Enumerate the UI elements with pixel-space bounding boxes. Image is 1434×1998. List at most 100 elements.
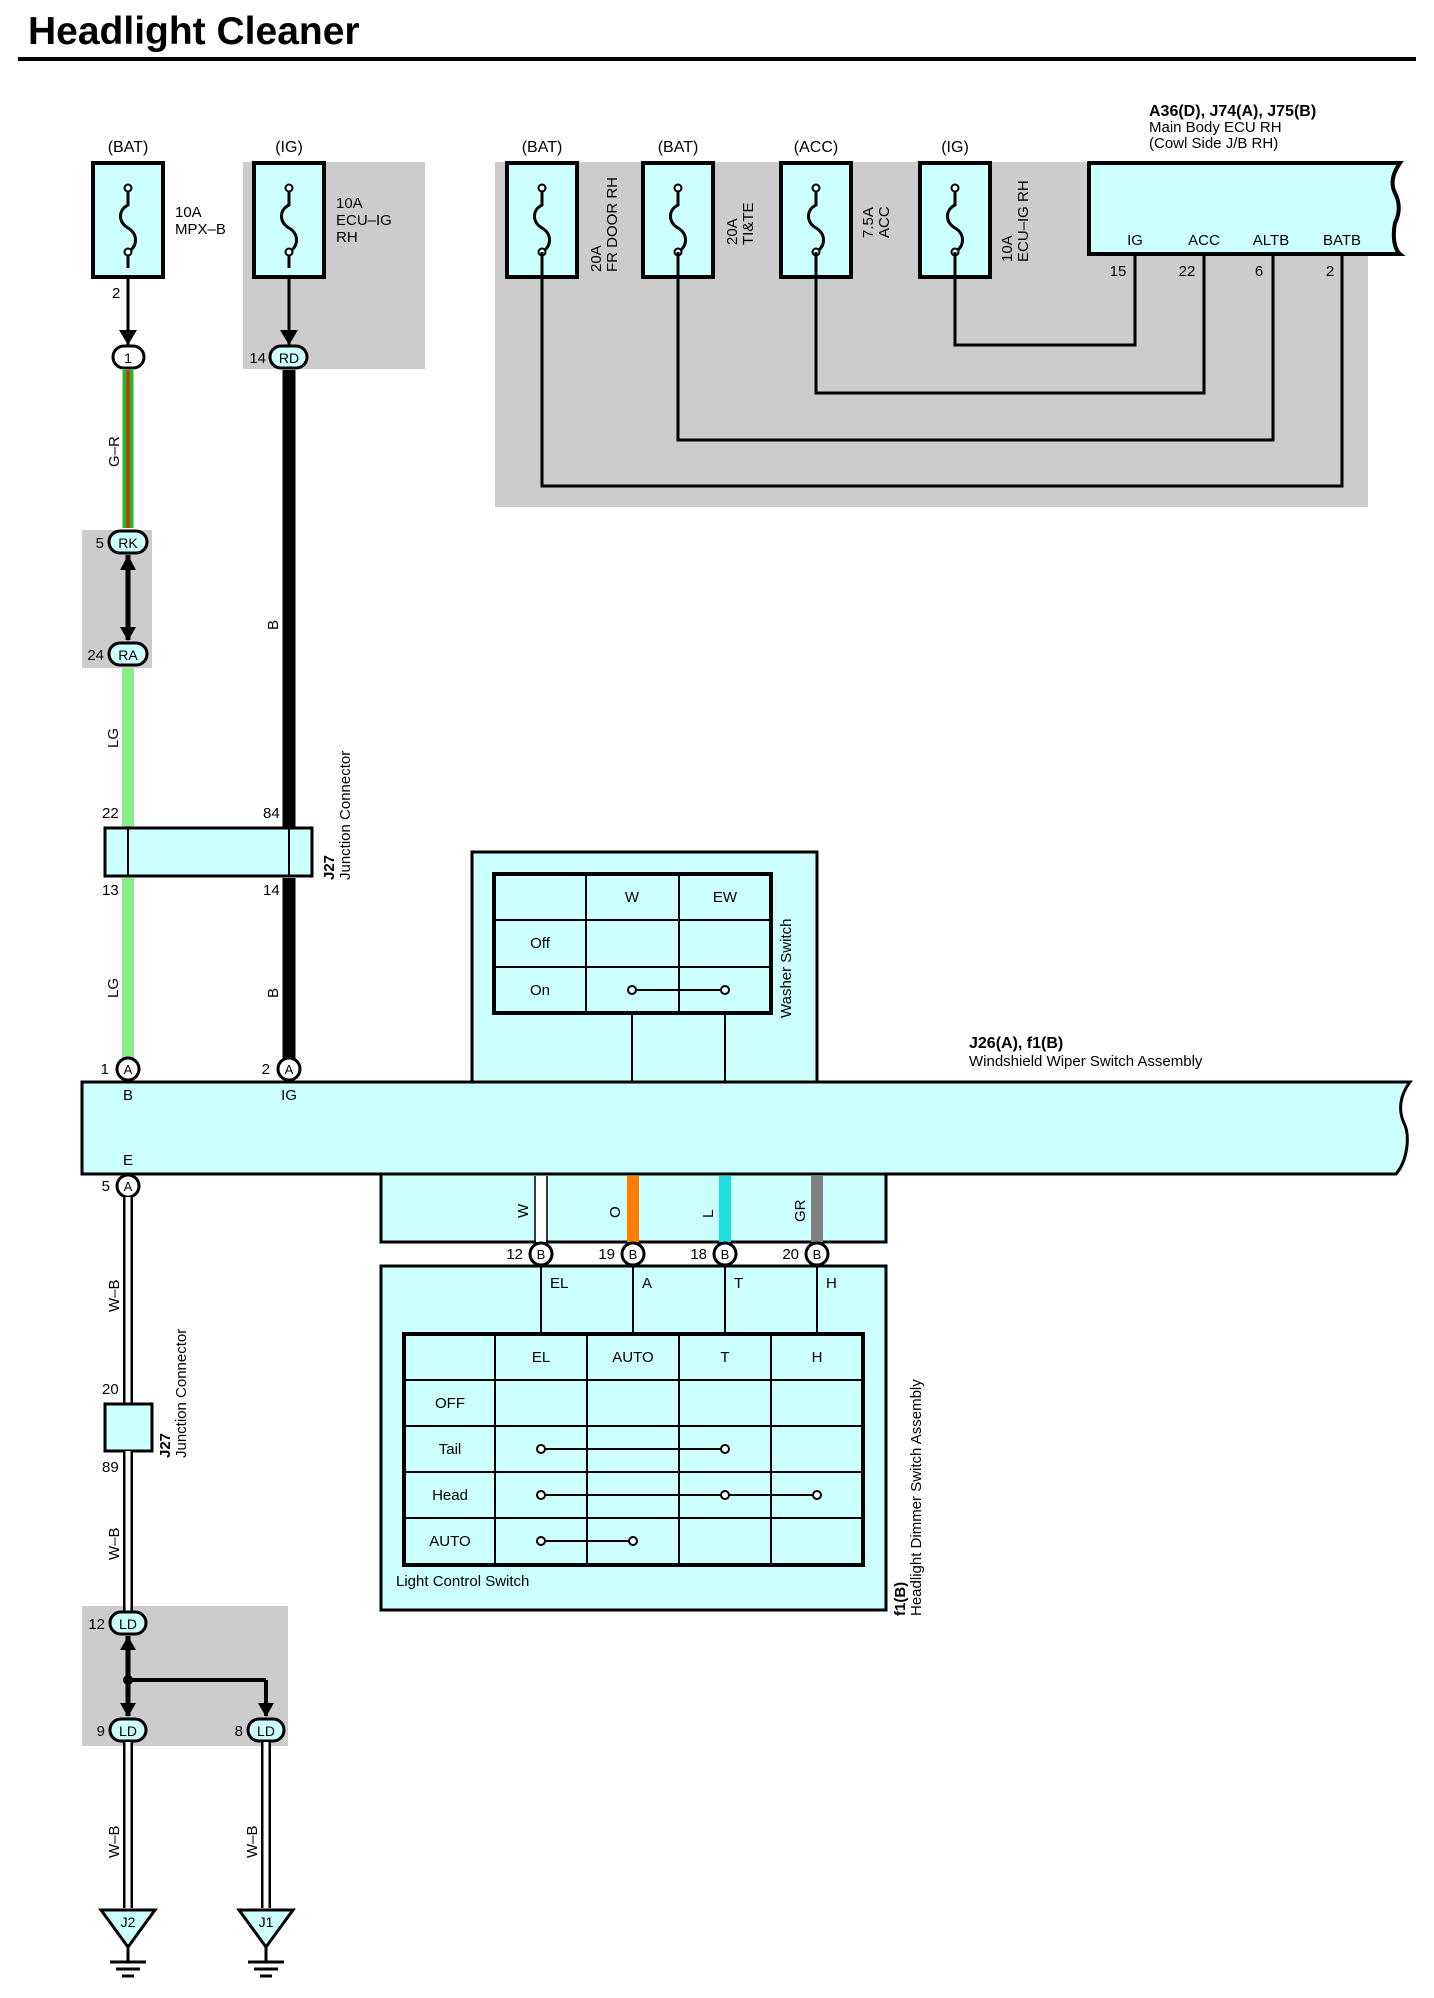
wire-label-lg2: LG (105, 978, 122, 998)
connector-a5-pin: 5 (102, 1178, 110, 1195)
svg-text:LD: LD (119, 1723, 137, 1739)
connector-b18-pin: 18 (690, 1246, 707, 1263)
fuse-pin-mpx: 2 (112, 285, 120, 302)
wire-label-o: O (607, 1206, 624, 1218)
fuse-source-3: (BAT) (522, 139, 563, 156)
connector-b12-pin: 12 (506, 1246, 523, 1263)
connector-1: 1 (111, 344, 146, 370)
connector-b19: B (620, 1241, 646, 1267)
wire-label-wb4: W–B (244, 1825, 261, 1858)
ecu-pin-22: 22 (1179, 263, 1196, 280)
ecu-pin-6: 6 (1255, 263, 1263, 280)
connector-ld9-pin: 9 (97, 1723, 105, 1740)
washer-col-w: W (625, 889, 640, 906)
ecu-term-acc: ACC (1188, 232, 1220, 249)
dimmer-head-link (536, 1490, 822, 1500)
ground-j2-icon (98, 1908, 158, 1978)
ecu-term-altb: ALTB (1253, 232, 1289, 249)
connector-b19-pin: 19 (598, 1246, 615, 1263)
junction-bottom-box (103, 1402, 154, 1453)
svg-text:A: A (124, 1179, 133, 1194)
fuse-name-3: FR DOOR RH (604, 177, 621, 272)
fuse-rating-6: 10A (999, 235, 1016, 262)
svg-text:RK: RK (118, 535, 138, 551)
svg-text:LD: LD (257, 1723, 275, 1739)
wire-label-b1: B (265, 620, 282, 630)
ecu-name-2: (Cowl Side J/B RH) (1149, 135, 1278, 152)
dimmer-col-h: H (812, 1349, 823, 1366)
wire-label-wb2: W–B (106, 1527, 123, 1560)
wiper-switch-name: Windshield Wiper Switch Assembly (969, 1053, 1203, 1070)
wire-label-l: L (700, 1210, 717, 1218)
fuse-name-5: ACC (876, 206, 893, 238)
wire-label-wb1: W–B (106, 1279, 123, 1312)
svg-text:LD: LD (119, 1616, 137, 1632)
junction-top-id: J27 (321, 855, 338, 880)
fuse-name-6: ECU–IG RH (1015, 180, 1032, 262)
connector-a5: A (115, 1173, 141, 1199)
svg-text:B: B (629, 1247, 638, 1262)
connector-ld12-pin: 12 (88, 1616, 105, 1633)
ground-j1-icon (236, 1908, 296, 1978)
connector-a1: A (115, 1056, 141, 1082)
dimmer-col-el: EL (532, 1349, 550, 1366)
ground-j2-label: J2 (121, 1914, 136, 1930)
ecu-pin-15: 15 (1110, 263, 1127, 280)
ecu-term-ig: IG (1127, 232, 1143, 249)
dimmer-terminal-wires (540, 1266, 818, 1334)
wire-label-gr2: GR (792, 1199, 809, 1222)
wiper-term-e: E (123, 1152, 133, 1169)
svg-text:RD: RD (279, 350, 299, 366)
fuse-source-1: (BAT) (108, 139, 149, 156)
dimmer-switch-id: f1(B) (892, 1582, 909, 1616)
svg-text:B: B (813, 1247, 822, 1262)
fuse-name-1: MPX–B (175, 221, 226, 238)
dimmer-col-t: T (720, 1349, 729, 1366)
connector-a1-pin: 1 (101, 1061, 109, 1078)
fuse-rating-4: 20A (724, 218, 741, 245)
junction-top-pin-22: 22 (102, 805, 119, 822)
connector-rd: RD (268, 344, 309, 370)
ecu-name-1: Main Body ECU RH (1149, 119, 1282, 136)
wire-label-gr: G–R (106, 436, 123, 467)
dimmer-row-head: Head (432, 1487, 468, 1504)
wire-label-b2: B (265, 988, 282, 998)
fuse-rating-5: 7.5A (860, 207, 877, 238)
dimmer-term-t: T (734, 1275, 743, 1292)
dimmer-switch-name: Headlight Dimmer Switch Assembly (908, 1379, 925, 1616)
junction-top-name: Junction Connector (337, 751, 354, 880)
junction-bottom-name: Junction Connector (173, 1329, 190, 1458)
connector-ld9: LD (108, 1717, 148, 1743)
fuse-mpx-b (91, 161, 165, 279)
fuse-source-6: (IG) (941, 139, 969, 156)
dimmer-term-h: H (826, 1275, 837, 1292)
fuse-name-4: TI&TE (740, 202, 757, 245)
washer-on-link (627, 985, 730, 995)
dimmer-row-auto: AUTO (429, 1533, 470, 1550)
junction-top-pin-84: 84 (263, 805, 280, 822)
svg-text:RA: RA (118, 647, 138, 663)
wiper-term-b: B (123, 1087, 133, 1104)
ecu-id: A36(D), J74(A), J75(B) (1149, 103, 1316, 120)
dimmer-row-off: OFF (435, 1395, 465, 1412)
dimmer-row-tail: Tail (439, 1441, 462, 1458)
arrow-c1 (119, 330, 137, 345)
svg-text:B: B (721, 1247, 730, 1262)
wire-label-wb3: W–B (106, 1825, 123, 1858)
fuse-rating-1: 10A (175, 204, 202, 221)
junction-bottom-pin-20: 20 (102, 1381, 119, 1398)
washer-row-on: On (530, 982, 550, 999)
connector-b20-pin: 20 (782, 1246, 799, 1263)
svg-text:A: A (285, 1062, 294, 1077)
junction-bottom-id: J27 (157, 1433, 174, 1458)
fuse-name-2a: ECU–IG (336, 212, 392, 229)
wire-label-lg1: LG (105, 728, 122, 748)
connector-b18: B (712, 1241, 738, 1267)
fuse-rating-2: 10A (336, 195, 363, 212)
connector-b20: B (804, 1241, 830, 1267)
fuse-source-2: (IG) (275, 139, 303, 156)
washer-switch-label: Washer Switch (778, 919, 795, 1018)
dimmer-light-control-label: Light Control Switch (396, 1573, 529, 1590)
arrow-ra (120, 627, 136, 641)
connector-rd-pin: 14 (249, 350, 266, 367)
